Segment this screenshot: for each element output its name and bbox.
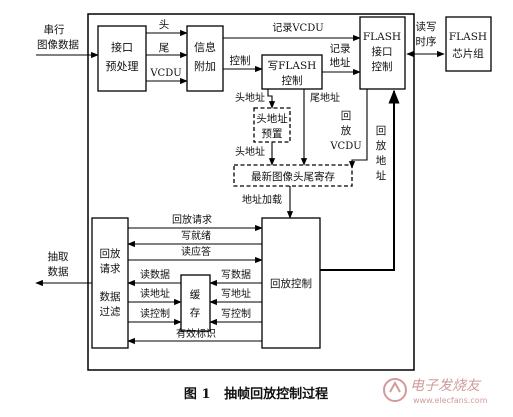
flash-interface-control-block: FLASH 接口 控制 — [359, 16, 406, 90]
interface-preprocess-block: 接口 预处理 — [97, 25, 147, 92]
info-attach-block: 信息 附加 — [186, 25, 224, 92]
head-label: 头 — [159, 19, 170, 31]
svg-text:过滤: 过滤 — [100, 305, 121, 318]
extract-data-label-1: 抽取 — [48, 250, 69, 263]
flash-chip-block: FLASH 芯片组 — [445, 16, 492, 72]
svg-text:回放: 回放 — [100, 247, 121, 260]
latest-image-register-block: 最新图像头尾寄存 — [233, 164, 353, 187]
head-address-arrow-1 — [267, 89, 276, 109]
svg-text:头地址: 头地址 — [256, 112, 288, 125]
control-label: 控制 — [230, 54, 251, 67]
valid-flag-label: 有效标识 — [176, 327, 216, 340]
svg-text:数据: 数据 — [100, 290, 121, 303]
playback-address-label-3: 地 — [376, 154, 387, 167]
head-address-preset-block: 头地址 预置 — [253, 107, 291, 143]
svg-text:www.elecfans.com: www.elecfans.com — [413, 396, 488, 405]
playback-filter-block: 回放 请求 数据 过滤 — [91, 217, 129, 349]
tail-label: 尾 — [159, 42, 170, 54]
svg-text:控制: 控制 — [372, 60, 393, 73]
svg-text:接口: 接口 — [372, 45, 393, 58]
svg-text:附加: 附加 — [194, 59, 216, 73]
serial-input-label-2: 图像数据 — [37, 38, 79, 51]
write-ready-label: 写就绪 — [181, 229, 211, 242]
read-data-label: 读数据 — [140, 268, 170, 281]
svg-text:请求: 请求 — [100, 262, 121, 275]
extract-data-label-2: 数据 — [48, 265, 69, 278]
svg-text:写FLASH: 写FLASH — [268, 60, 317, 72]
write-control-label: 写控制 — [221, 307, 251, 320]
read-address-label: 读地址 — [140, 287, 170, 300]
svg-text:信息: 信息 — [194, 40, 216, 54]
svg-text:存: 存 — [190, 306, 201, 319]
head-address-label-2: 头地址 — [235, 145, 265, 158]
playback-vcdu-label-2: 放 — [341, 124, 352, 137]
svg-text:FLASH: FLASH — [363, 31, 401, 43]
read-control-label: 读控制 — [140, 307, 170, 320]
head-address-label-1: 头地址 — [235, 91, 265, 104]
playback-address-arrow — [320, 89, 400, 271]
playback-control-block: 回放控制 — [261, 217, 321, 349]
serial-input-label-1: 串行 — [44, 23, 65, 36]
record-address-label-1: 记录 — [330, 43, 351, 55]
playback-vcdu-label-1: 回 — [341, 110, 352, 122]
write-address-label: 写地址 — [221, 287, 251, 300]
playback-vcdu-arrow — [348, 89, 368, 169]
svg-text:预处理: 预处理 — [106, 60, 139, 73]
playback-address-label-1: 回 — [376, 125, 387, 137]
tail-address-label: 尾地址 — [310, 91, 340, 104]
svg-text:芯片组: 芯片组 — [452, 47, 484, 60]
svg-text:接口: 接口 — [111, 41, 133, 54]
svg-text:FLASH: FLASH — [449, 31, 487, 43]
svg-text:最新图像头尾寄存: 最新图像头尾寄存 — [251, 170, 335, 183]
rw-timing-label-1: 读写 — [416, 20, 437, 33]
address-load-label: 地址加载 — [242, 193, 282, 206]
vcdu-label: VCDU — [149, 68, 181, 79]
svg-text:控制: 控制 — [282, 74, 303, 87]
write-data-label: 写数据 — [221, 268, 251, 281]
system-frame — [87, 13, 415, 371]
read-ack-label: 读应答 — [181, 245, 211, 258]
watermark-logo: 电子发烧友 www.elecfans.com — [383, 378, 488, 405]
svg-text:预置: 预置 — [262, 128, 283, 140]
playback-vcdu-label-3: VCDU — [329, 141, 361, 152]
playback-request-label: 回放请求 — [172, 213, 212, 226]
svg-text:回放控制: 回放控制 — [270, 277, 312, 290]
write-flash-control-block: 写FLASH 控制 — [261, 54, 323, 90]
svg-text:电子发烧友: 电子发烧友 — [410, 378, 482, 394]
record-vcdu-label: 记录VCDU — [272, 22, 323, 34]
record-address-label-2: 地址 — [330, 56, 351, 69]
buffer-block: 缓 存 — [180, 274, 211, 332]
playback-address-label-2: 放 — [376, 139, 387, 152]
figure-caption: 图 1 抽帧回放控制过程 — [184, 386, 328, 402]
playback-address-label-4: 址 — [376, 169, 387, 182]
svg-text:缓: 缓 — [190, 288, 201, 301]
rw-timing-label-2: 时序 — [416, 35, 437, 48]
